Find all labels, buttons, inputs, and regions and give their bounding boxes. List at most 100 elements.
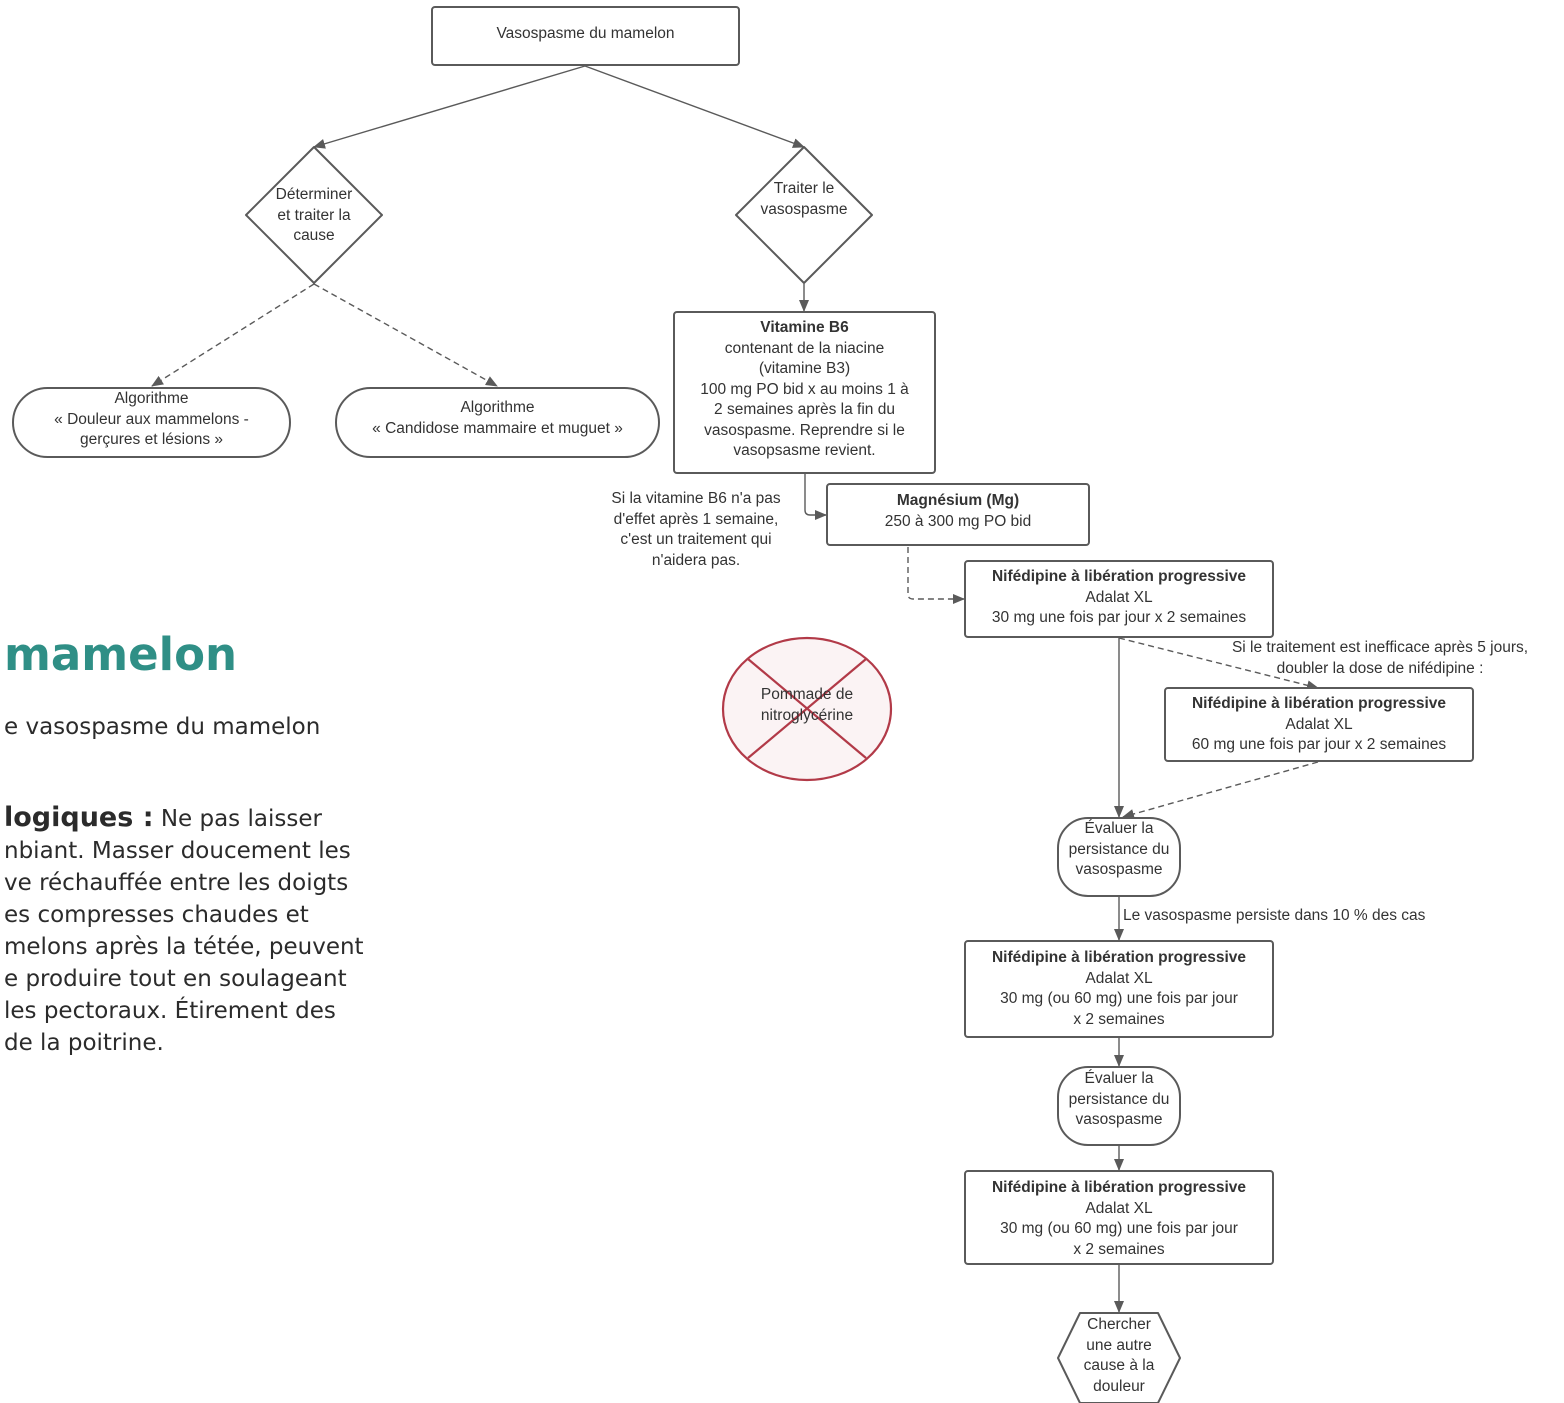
node-eval1 [1057,817,1181,897]
node-nif3 [964,940,1274,1038]
node-line: Adalat XL [1085,969,1153,987]
node-nif4 [964,1170,1274,1265]
node-line: 30 mg (ou 60 mg) une fois par jour [1000,1220,1238,1237]
background-paragraph-line: de la poitrine. [4,1030,164,1056]
edge-label-inefficace: Si le traitement est inefficace après 5 … [1210,638,1550,679]
edge-label-persiste: Le vasospasme persiste dans 10 % des cas [1123,907,1426,924]
background-paragraph-line: e produire tout en soulageant [4,966,347,992]
edge-b6-mg [804,474,827,520]
background-paragraph-line: melons après la tétée, peuvent [4,934,364,960]
edge-cause-algo2 [313,283,498,387]
node-nif3-label: Nifédipine à libération progressive Adal… [965,948,1273,1030]
node-line: gerçures et lésions » [79,431,224,448]
background-paragraph-line: les pectoraux. Étirement des [4,998,336,1024]
node-line: 60 mg une fois par jour x 2 semaines [1191,736,1447,753]
node-line: 250 à 300 mg PO bid [884,512,1032,530]
edge-label-b6-note: Si la vitamine B6 n'a pas d'effet après … [596,489,796,571]
edge-nif2-eval1 [1122,761,1319,819]
node-diamond-cause [245,146,383,284]
node-title: Magnésium (Mg) [896,492,1020,509]
node-nif2-label: Nifédipine à libération progressive Adal… [1165,694,1473,756]
node-line: persistance du [1068,1090,1170,1108]
label-line: Si la vitamine B6 n'a pas [611,490,781,507]
background-paragraph: logiques : Ne pas laisser nbiant. Masser… [4,802,394,1059]
node-line: (vitamine B3) [758,360,851,377]
node-line: Évaluer la [1084,1070,1154,1087]
node-diamond-treat [735,146,873,284]
node-line: Adalat XL [1085,1199,1153,1217]
label-line: c'est un traitement qui [620,531,772,548]
node-line: douleur [1093,1377,1145,1395]
node-algo-douleur [12,387,291,458]
edge-nif1-nif2 [1118,637,1319,691]
node-title: Vitamine B6 [760,319,849,336]
background-paragraph-line: es compresses chaudes et [4,902,309,928]
node-line: 30 mg une fois par jour x 2 semaines [991,609,1247,626]
node-line: Pommade de [760,686,854,703]
node-line: Adalat XL [1285,715,1353,733]
node-line: Chercher [1087,1316,1151,1333]
node-line: cause à la [1083,1357,1155,1374]
label-line: d'effet après 1 semaine, [613,510,779,528]
node-line: « Douleur aux mammelons - [54,410,249,428]
node-chercher-label: Chercher une autre cause à la douleur [1058,1315,1180,1397]
node-line: x 2 semaines [1073,1010,1165,1028]
node-line: une autre [1086,1336,1152,1354]
node-diamond-treat-label: Traiter le vasospasme [744,179,864,220]
node-vitb6 [673,311,936,474]
node-line: Algorithme [114,390,189,407]
node-line: 2 semaines après la fin du [714,401,895,418]
node-algo-candidose [335,387,660,458]
background-subtitle: e vasospasme du mamelon [4,714,321,740]
node-line: Algorithme [460,399,535,416]
node-line: vasospasme [1075,1111,1163,1128]
node-eval2 [1057,1066,1181,1146]
node-line: et traiter la [277,206,351,224]
node-line: contenant de la niacine [724,339,885,357]
node-chercher [1057,1312,1181,1403]
node-line: Adalat XL [1085,588,1153,606]
node-magnesium-label: Magnésium (Mg) 250 à 300 mg PO bid [827,491,1089,532]
node-eval1-label: Évaluer la persistance du vasospasme [1058,819,1180,881]
node-algo-douleur-label: Algorithme « Douleur aux mammelons - ger… [13,389,290,451]
node-line: Déterminer [275,186,353,203]
node-line: Traiter le [773,180,835,197]
edge-mg-nif1 [907,547,965,604]
node-line: x 2 semaines [1073,1240,1165,1258]
label-line: n'aidera pas. [651,551,741,569]
node-line: 100 mg PO bid x au moins 1 à [700,380,909,398]
node-line: Évaluer la [1084,820,1154,837]
node-magnesium [826,483,1090,546]
node-line: persistance du [1068,840,1170,858]
node-line: 30 mg (ou 60 mg) une fois par jour [1000,990,1238,1007]
node-diamond-cause-label: Déterminer et traiter la cause [254,185,374,247]
cross-icon [747,658,867,759]
node-title: Nifédipine à libération progressive [991,568,1247,585]
node-root [431,6,740,66]
background-paragraph-bold: logiques : [4,802,154,833]
node-line: nitroglycérine [760,706,854,724]
edge-root-treat [584,65,805,148]
background-paragraph-line: nbiant. Masser doucement les [4,838,351,864]
node-line: vasospasme. Reprendre si le [704,421,905,439]
node-title: Nifédipine à libération progressive [991,1179,1247,1196]
node-line: vasospasme [760,200,848,218]
node-algo-candidose-label: Algorithme « Candidose mammaire et mugue… [336,398,659,439]
label-line: Si le traitement est inefficace après 5 … [1231,639,1529,656]
node-vitb6-label: Vitamine B6 contenant de la niacine (vit… [674,318,935,462]
node-line: vasospasme [1075,861,1163,878]
node-nif1 [964,560,1274,638]
node-line: vasopsasme revient. [733,442,876,459]
node-title: Nifédipine à libération progressive [991,949,1247,966]
node-title: Nifédipine à libération progressive [1191,695,1447,712]
edge-root-cause [313,65,586,149]
background-title: mamelon [4,628,238,681]
node-nitro-forbidden [721,636,893,782]
node-root-label: Vasospasme du mamelon [496,25,675,42]
node-line: cause [293,227,335,244]
edge-cause-algo1 [151,283,315,387]
label-line: doubler la dose de nifédipine : [1276,659,1484,677]
node-nif1-label: Nifédipine à libération progressive Adal… [965,567,1273,629]
node-nif2 [1164,687,1474,762]
